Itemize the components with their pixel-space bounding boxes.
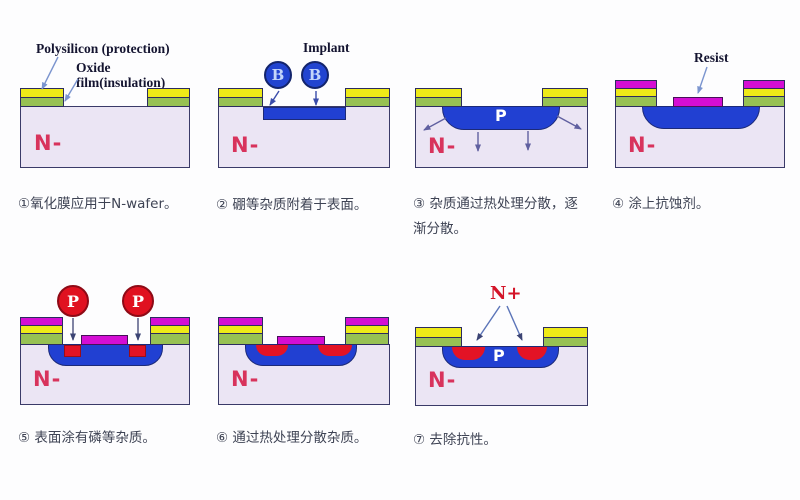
oxide-layer: [218, 333, 263, 345]
polysilicon-label: Polysilicon (protection): [36, 41, 170, 56]
n-plus-deposit: [129, 345, 146, 357]
resist-label: Resist: [694, 50, 729, 65]
step-caption: ⑥ 通过热处理分散杂质。: [216, 430, 368, 446]
step-caption: ③ 杂质通过热处理分散，逐渐分散。: [413, 196, 578, 237]
n-plus-region: [517, 347, 547, 360]
n-plus-region: [452, 347, 485, 360]
boron-symbol: B: [308, 66, 322, 84]
step-caption: ⑦ 去除抗性。: [413, 432, 497, 448]
n-plus-region: [318, 345, 352, 356]
oxide-layer: [20, 97, 64, 107]
polysilicon-pointer-arrow: [41, 56, 59, 90]
n-wafer: [20, 106, 190, 168]
step-caption: ② 硼等杂质附着于表面。: [216, 197, 368, 213]
n-plus-label: N+: [490, 283, 522, 304]
oxide-layer: [20, 333, 63, 345]
oxide-layer: [147, 97, 190, 107]
phosphorus-ion: P: [122, 285, 154, 317]
oxide-layer: [542, 97, 588, 107]
oxide-layer: [743, 96, 785, 107]
implant-label: Implant: [303, 40, 350, 55]
n-plus-deposit: [64, 345, 81, 357]
substrate-label: N-: [231, 367, 260, 391]
p-diffusion-region: [642, 106, 760, 129]
phosphorus-symbol: P: [131, 291, 145, 311]
oxide-layer: [415, 97, 462, 107]
n-plus-region: [256, 345, 288, 356]
oxide-layer: [345, 97, 390, 107]
oxide-layer: [415, 337, 462, 347]
p-diffusion-region: [442, 106, 560, 130]
oxide-layer: [218, 97, 263, 107]
oxide-layer: [615, 96, 657, 107]
substrate-label: N-: [33, 367, 62, 391]
oxide-layer: [345, 333, 389, 345]
phosphorus-ion: P: [57, 285, 89, 317]
p-region-label: P: [493, 346, 505, 365]
boron-symbol: B: [271, 66, 285, 84]
oxide-label-line1: Oxide: [76, 60, 111, 75]
implant-arrow: [269, 90, 280, 106]
substrate-label: N-: [428, 368, 457, 392]
p-region-label: P: [495, 106, 507, 125]
resist-pointer-arrow: [697, 66, 708, 94]
resist-layer: [81, 335, 128, 345]
n-plus-pointer-arrow: [506, 305, 523, 341]
step-caption: ①氧化膜应用于N-wafer。: [18, 196, 178, 212]
n-plus-pointer-arrow: [476, 305, 501, 341]
boron-ion: B: [301, 61, 329, 89]
substrate-label: N-: [428, 134, 457, 158]
resist-layer: [277, 336, 325, 345]
n-wafer: [218, 106, 390, 168]
step-caption: ④ 涂上抗蚀剂。: [612, 196, 710, 212]
step-caption: ⑤ 表面涂有磷等杂质。: [18, 430, 156, 446]
oxide-layer: [543, 337, 588, 347]
phosphorus-symbol: P: [66, 291, 80, 311]
resist-layer: [673, 97, 723, 107]
oxide-label-line2: film(insulation): [76, 75, 166, 90]
substrate-label: N-: [231, 133, 260, 157]
implant-layer: [263, 107, 346, 120]
substrate-label: N-: [34, 131, 63, 155]
oxide-layer: [150, 333, 190, 345]
boron-ion: B: [264, 61, 292, 89]
substrate-label: N-: [628, 133, 657, 157]
